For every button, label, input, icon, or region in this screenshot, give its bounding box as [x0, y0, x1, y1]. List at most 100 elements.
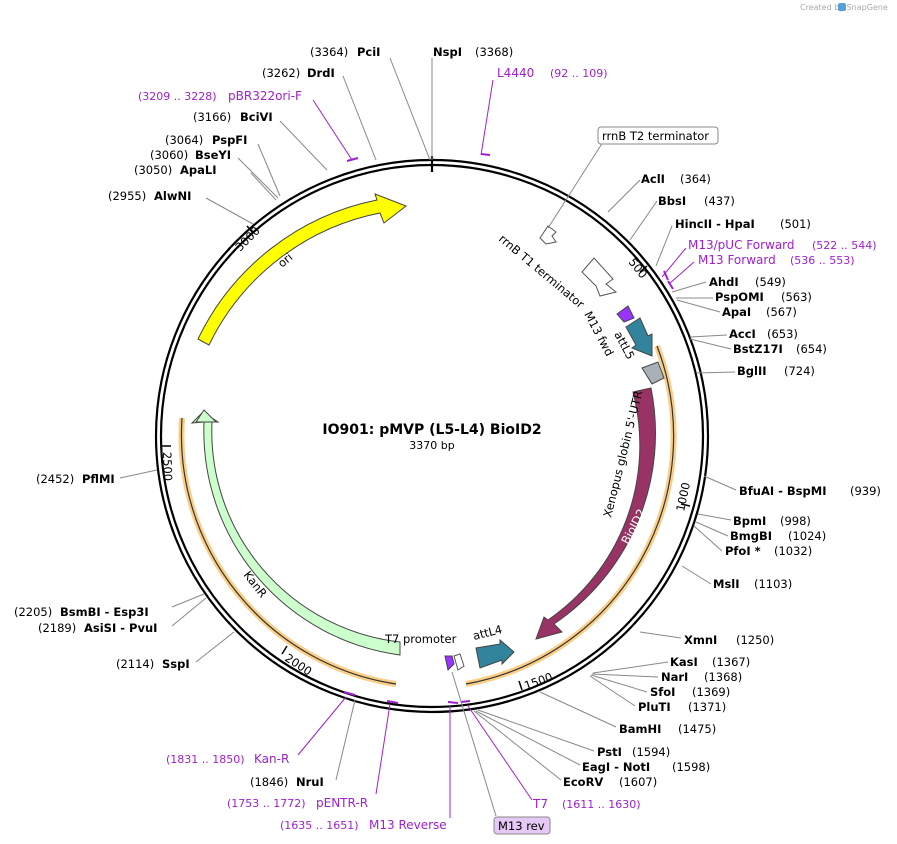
svg-text:BmgBI: BmgBI — [730, 529, 772, 543]
enzyme-acli[interactable]: AclI (364) — [607, 172, 711, 213]
enzyme-bbsi[interactable]: BbsI (437) — [629, 194, 735, 241]
rrnb-t1-label: rrnB T1 terminator — [496, 232, 587, 312]
enzyme-asisi-pvui[interactable]: (2189) AsiSI - PvuI — [38, 597, 207, 635]
tick-500: 500 — [626, 255, 651, 281]
m13-rev-feature[interactable] — [444, 655, 455, 672]
enzyme-pfoi[interactable]: PfoI * (1032) — [693, 525, 812, 558]
bioid2-feature[interactable]: BioID2 — [535, 387, 656, 640]
primer-m13-reverse[interactable]: (1635 .. 1651) M13 Reverse — [280, 701, 459, 832]
primer-pentr-r[interactable]: (1753 .. 1772) pENTR-R — [227, 700, 399, 810]
enzyme-pluti[interactable]: PluTI (1371) — [589, 675, 726, 714]
enzyme-nspi[interactable]: NspI (3368) — [431, 45, 513, 160]
enzyme-pspfi[interactable]: (3064) PspFI — [165, 133, 281, 197]
t7-promoter-feature[interactable]: T7 promoter — [384, 632, 465, 671]
svg-text:NarI: NarI — [661, 670, 688, 684]
enzyme-sfoi[interactable]: SfoI (1369) — [590, 674, 730, 699]
enzyme-kasi[interactable]: KasI (1367) — [592, 655, 750, 674]
svg-text:(567): (567) — [766, 305, 797, 319]
attl5-feature[interactable]: attL5 — [611, 317, 653, 362]
svg-text:(1024): (1024) — [788, 529, 826, 543]
svg-text:(3209 .. 3228): (3209 .. 3228) — [138, 90, 217, 103]
svg-text:(1371): (1371) — [688, 700, 726, 714]
enzyme-drdi[interactable]: (3262) DrdI — [262, 66, 377, 161]
enzyme-msli[interactable]: MslI (1103) — [681, 565, 792, 591]
enzyme-psti[interactable]: PstI (1594) — [477, 709, 670, 759]
enzyme-alwni[interactable]: (2955) AlwNI — [108, 189, 254, 225]
ori-feature[interactable]: ori — [197, 193, 408, 346]
enzyme-sspi[interactable]: (2114) SspI — [116, 631, 235, 671]
tick-1500: 1500 — [518, 670, 555, 693]
primer-t7[interactable]: T7 (1611 .. 1630) — [460, 700, 641, 811]
enzyme-bpmi[interactable]: BpmI (998) — [697, 513, 811, 528]
svg-text:(2114): (2114) — [116, 657, 154, 671]
svg-text:(939): (939) — [850, 484, 881, 498]
enzyme-bseyi[interactable]: (3060) BseYI — [150, 148, 279, 199]
svg-text:PfoI *: PfoI * — [725, 544, 761, 558]
svg-text:(2955): (2955) — [108, 189, 146, 203]
enzyme-bstz17i[interactable]: BstZ17I (654) — [689, 338, 827, 356]
svg-text:(1598): (1598) — [672, 760, 710, 774]
enzyme-bamhi[interactable]: BamHI (1475) — [539, 691, 716, 736]
svg-text:(2205): (2205) — [14, 605, 52, 619]
svg-text:AclI: AclI — [641, 172, 665, 186]
svg-text:L4440: L4440 — [497, 66, 534, 80]
enzyme-bfuai-bspmi[interactable]: BfuAI - BspMI (939) — [703, 475, 881, 498]
svg-text:BseYI: BseYI — [195, 148, 231, 162]
svg-text:BpmI: BpmI — [733, 514, 766, 528]
primer-m13-forward[interactable]: M13 Forward (536 .. 553) — [667, 253, 855, 290]
svg-text:Kan-R: Kan-R — [254, 752, 289, 766]
svg-text:NruI: NruI — [296, 775, 324, 789]
svg-text:AlwNI: AlwNI — [154, 189, 191, 203]
plasmid-title: IO901: pMVP (L5-L4) BioID2 — [322, 422, 541, 438]
enzyme-acci[interactable]: AccI (653) — [689, 327, 798, 341]
attl4-feature[interactable]: attL4 — [471, 622, 515, 669]
enzyme-ahdi[interactable]: AhdI (549) — [671, 275, 786, 293]
enzyme-xmni[interactable]: XmnI (1250) — [639, 631, 774, 647]
svg-text:ApaI: ApaI — [722, 305, 751, 319]
svg-text:BglII: BglII — [737, 364, 767, 378]
svg-text:pBR322ori-F: pBR322ori-F — [228, 89, 302, 103]
primer-l4440[interactable]: L4440 (92 .. 109) — [480, 66, 608, 156]
svg-text:1000: 1000 — [673, 481, 693, 513]
enzyme-pcii[interactable]: (3364) PciI — [310, 45, 431, 161]
enzyme-eagi-noti[interactable]: EagI - NotI (1598) — [475, 710, 710, 774]
svg-text:(92 .. 109): (92 .. 109) — [550, 67, 608, 80]
svg-text:(536 .. 553): (536 .. 553) — [790, 254, 855, 267]
enzyme-bcivi[interactable]: (3166) BciVI — [193, 110, 328, 171]
enzyme-hincii-hpai[interactable]: HincII - HpaI (501) — [655, 217, 811, 267]
primer-kan-r[interactable]: (1831 .. 1850) Kan-R — [166, 691, 356, 766]
enzyme-nrui[interactable]: (1846) NruI — [250, 699, 356, 789]
primer-m13-puc-forward[interactable]: M13/pUC Forward (522 .. 544) — [661, 238, 877, 281]
rrnb-t2-feature[interactable]: rrnB T2 terminator — [539, 126, 719, 245]
primer-pbr322ori-f[interactable]: (3209 .. 3228) pBR322ori-F — [138, 89, 359, 162]
enzyme-bsmbi-esp3i[interactable]: (2205) BsmBI - Esp3I — [14, 593, 205, 619]
enzyme-apali[interactable]: (3050) ApaLI — [134, 163, 277, 201]
svg-text:(1831 .. 1850): (1831 .. 1850) — [166, 753, 245, 766]
svg-text:HincII - HpaI: HincII - HpaI — [675, 217, 755, 231]
kanr-feature[interactable]: KanR — [190, 409, 401, 656]
rrnb-t1-feature[interactable]: rrnB T1 terminator — [496, 232, 618, 312]
svg-text:AsiSI - PvuI: AsiSI - PvuI — [84, 621, 157, 635]
svg-text:SspI: SspI — [162, 657, 190, 671]
svg-text:(3060): (3060) — [150, 148, 188, 162]
svg-text:(3262): (3262) — [262, 66, 300, 80]
enzyme-apai[interactable]: ApaI (567) — [676, 299, 797, 319]
svg-text:DrdI: DrdI — [307, 66, 335, 80]
svg-text:(1367): (1367) — [712, 655, 750, 669]
svg-text:PspOMI: PspOMI — [715, 290, 764, 304]
svg-text:M13 Forward: M13 Forward — [698, 253, 776, 267]
enzyme-bmgbi[interactable]: BmgBI (1024) — [695, 521, 826, 543]
svg-text:BbsI: BbsI — [658, 194, 686, 208]
svg-text:(437): (437) — [704, 194, 735, 208]
enzyme-bglii[interactable]: BglII (724) — [696, 364, 815, 378]
svg-text:pENTR-R: pENTR-R — [316, 796, 368, 810]
enzyme-pspomi[interactable]: PspOMI (563) — [676, 290, 812, 304]
svg-text:BsmBI - Esp3I: BsmBI - Esp3I — [60, 605, 149, 619]
enzyme-nari[interactable]: NarI (1368) — [591, 670, 742, 684]
enzyme-pflmi[interactable]: (2452) PflMI — [36, 469, 158, 486]
m13-rev-callout[interactable]: M13 rev — [451, 671, 551, 835]
svg-text:(1368): (1368) — [704, 670, 742, 684]
svg-text:(2189): (2189) — [38, 621, 76, 635]
enzyme-ecorv[interactable]: EcoRV (1607) — [473, 710, 657, 789]
